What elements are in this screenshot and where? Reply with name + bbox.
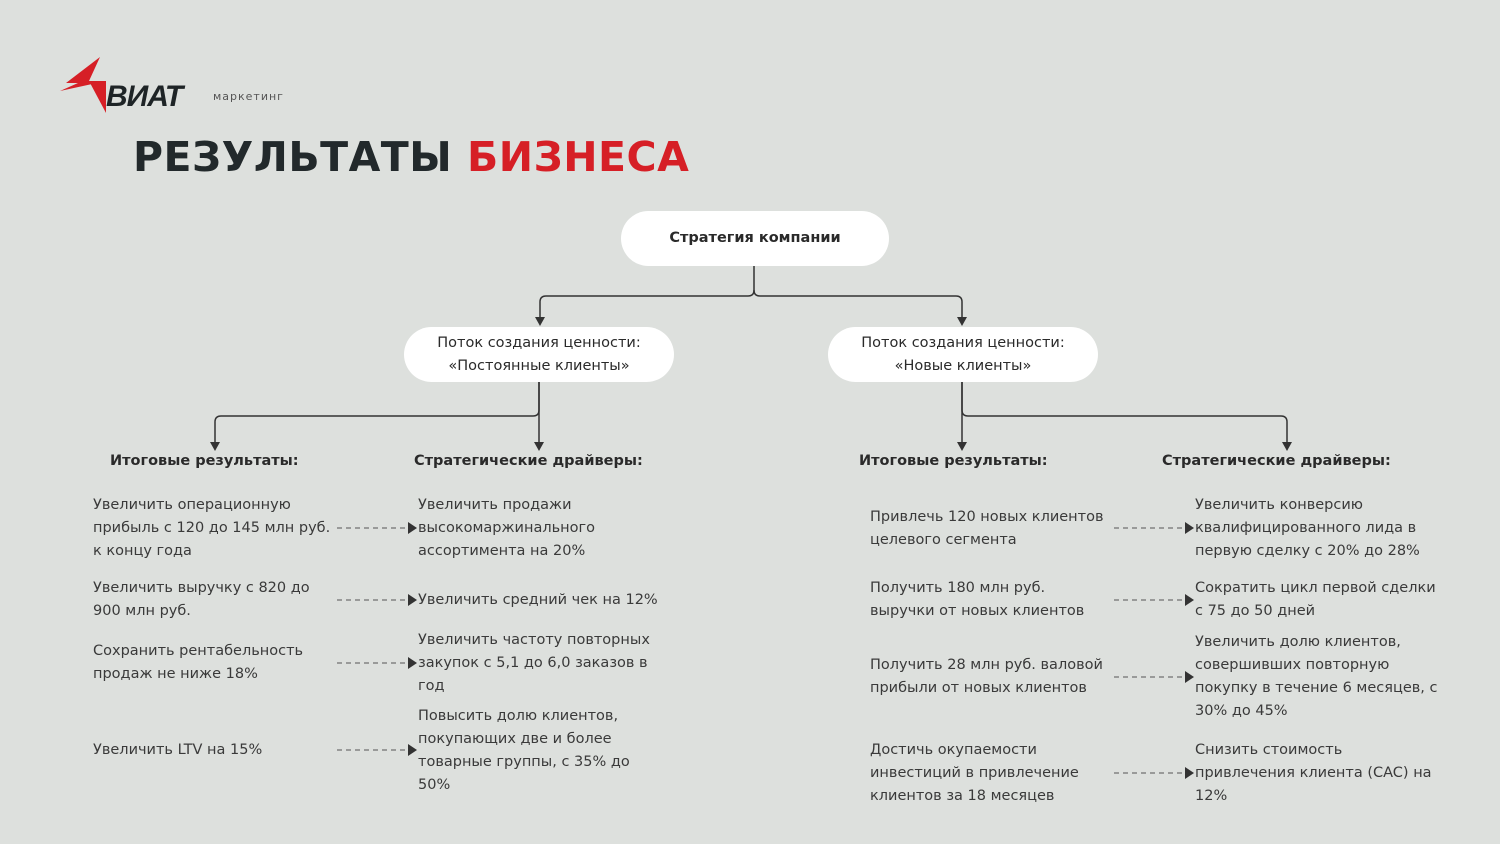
item-line: 900 млн руб. <box>93 603 191 619</box>
results-header: Итоговые результаты: <box>859 453 1048 469</box>
connector-root-left <box>535 266 755 326</box>
result-item: Получить 28 млн руб. валовой прибыли от … <box>870 654 1115 700</box>
driver-item: Увеличить средний чек на 12% <box>418 589 678 612</box>
item-line: прибыли от новых клиентов <box>870 680 1087 696</box>
title-part1: РЕЗУЛЬТАТЫ <box>133 133 453 181</box>
driver-item: Увеличить продажи высокомаржинального ас… <box>418 494 678 563</box>
page-title: РЕЗУЛЬТАТЫ БИЗНЕСА <box>133 133 689 181</box>
item-line: целевого сегмента <box>870 532 1017 548</box>
item-line: покупающих две и более <box>418 731 612 747</box>
item-line: Увеличить выручку с 820 до <box>93 580 310 596</box>
connector-root-right <box>753 289 967 326</box>
item-line: Увеличить частоту повторных <box>418 632 650 648</box>
item-line: высокомаржинального <box>418 520 596 536</box>
result-item: Сохранить рентабельность продаж не ниже … <box>93 640 338 686</box>
item-line: инвестиций в привлечение <box>870 765 1079 781</box>
item-line: Сократить цикл первой сделки <box>1195 580 1436 596</box>
driver-item: Снизить стоимость привлечения клиента (C… <box>1195 739 1460 808</box>
root-node: Стратегия компании <box>621 211 889 266</box>
brand-subtitle: маркетинг <box>213 90 284 103</box>
stream-line1: Поток создания ценности: <box>437 334 641 351</box>
arrowhead-icon <box>408 744 417 756</box>
item-line: товарные группы, с 35% до <box>418 754 630 770</box>
stream-line2: «Новые клиенты» <box>894 357 1032 374</box>
arrowhead-icon <box>1185 767 1194 779</box>
results-header: Итоговые результаты: <box>110 453 299 469</box>
root-label: Стратегия компании <box>669 230 841 246</box>
item-line: Привлечь 120 новых клиентов <box>870 509 1104 525</box>
arrowhead-icon <box>1185 671 1194 683</box>
item-line: Повысить долю клиентов, <box>418 708 619 724</box>
item-line: квалифицированного лида в <box>1195 520 1417 536</box>
driver-item: Увеличить долю клиентов, совершивших пов… <box>1195 631 1460 723</box>
stream-line1: Поток создания ценности: <box>861 334 1065 351</box>
item-line: 12% <box>1195 788 1228 804</box>
item-line: привлечения клиента (CAC) на <box>1195 765 1432 781</box>
connector-right-drivers <box>961 382 1292 451</box>
item-line: Увеличить конверсию <box>1195 497 1363 513</box>
item-line: прибыль с 120 до 145 млн руб. <box>93 520 331 536</box>
result-item: Получить 180 млн руб. выручки от новых к… <box>870 577 1115 623</box>
connector-left-results <box>210 382 540 451</box>
title-part2: БИЗНЕСА <box>467 133 690 181</box>
result-item: Увеличить выручку с 820 до 900 млн руб. <box>93 577 338 623</box>
stream-line2: «Постоянные клиенты» <box>448 357 630 374</box>
item-line: совершивших повторную <box>1195 657 1390 673</box>
item-line: год <box>418 678 445 694</box>
stream-node-new: Поток создания ценности: «Новые клиенты» <box>828 327 1098 382</box>
item-line: покупку в течение 6 месяцев, с <box>1195 680 1438 696</box>
item-line: с 75 до 50 дней <box>1195 603 1316 619</box>
item-line: Увеличить продажи <box>418 497 572 513</box>
item-line: Увеличить операционную <box>93 497 291 513</box>
arrowhead-icon <box>1185 522 1194 534</box>
item-line: Увеличить LTV на 15% <box>93 742 263 758</box>
result-item: Увеличить LTV на 15% <box>93 739 338 762</box>
driver-item: Увеличить частоту повторных закупок с 5,… <box>418 629 678 698</box>
arrowhead-icon <box>408 657 417 669</box>
arrowhead-icon <box>408 594 417 606</box>
result-item: Достичь окупаемости инвестиций в привлеч… <box>870 739 1115 808</box>
drivers-header: Стратегические драйверы: <box>414 453 643 469</box>
item-line: Достичь окупаемости <box>870 742 1037 758</box>
item-line: первую сделку с 20% до 28% <box>1195 543 1420 559</box>
item-line: Получить 180 млн руб. <box>870 580 1046 596</box>
item-line: Снизить стоимость <box>1195 742 1343 758</box>
item-line: Получить 28 млн руб. валовой <box>870 657 1103 673</box>
item-line: Сохранить рентабельность <box>93 643 304 659</box>
item-line: ассортимента на 20% <box>418 543 586 559</box>
item-line: закупок с 5,1 до 6,0 заказов в <box>418 655 648 671</box>
result-item: Увеличить операционную прибыль с 120 до … <box>93 494 338 563</box>
brand-logo-icon <box>60 57 106 113</box>
driver-item: Увеличить конверсию квалифицированного л… <box>1195 494 1460 563</box>
item-line: выручки от новых клиентов <box>870 603 1085 619</box>
item-line: Увеличить средний чек на 12% <box>418 592 658 608</box>
item-line: продаж не ниже 18% <box>93 666 258 682</box>
item-line: 30% до 45% <box>1195 703 1288 719</box>
stream-node-regular: Поток создания ценности: «Постоянные кли… <box>404 327 674 382</box>
driver-item: Сократить цикл первой сделки с 75 до 50 … <box>1195 577 1460 623</box>
result-item: Привлечь 120 новых клиентов целевого сег… <box>870 506 1115 552</box>
driver-item: Повысить долю клиентов, покупающих две и… <box>418 705 678 797</box>
item-line: к концу года <box>93 543 192 559</box>
drivers-header: Стратегические драйверы: <box>1162 453 1391 469</box>
brand-name: ВИАТ <box>106 80 183 113</box>
item-line: клиентов за 18 месяцев <box>870 788 1055 804</box>
arrowhead-icon <box>408 522 417 534</box>
item-line: Увеличить долю клиентов, <box>1195 634 1401 650</box>
arrowhead-icon <box>1185 594 1194 606</box>
item-line: 50% <box>418 777 451 793</box>
